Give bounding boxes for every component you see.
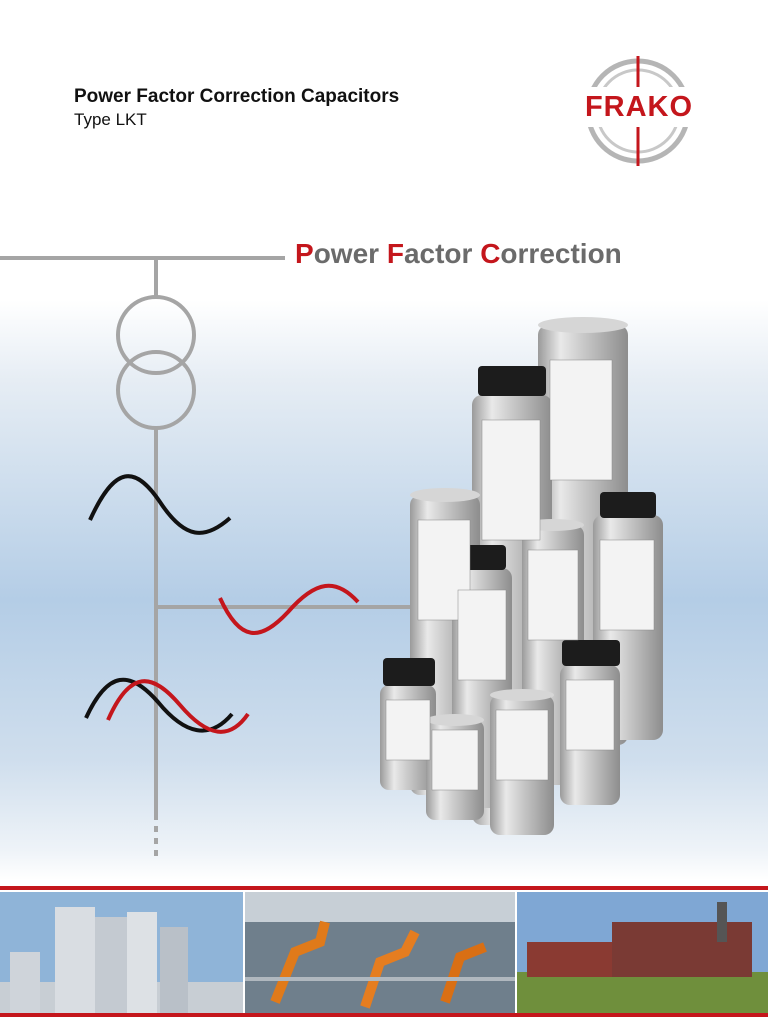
terminal-cover-icon: [600, 492, 656, 518]
document-title: Power Factor Correction Capacitors: [74, 86, 400, 107]
headline-initial-f: F: [386, 238, 404, 269]
photo-plant: [517, 892, 768, 1013]
photo-silos: [0, 892, 243, 1013]
transformer-winding-secondary-icon: [116, 350, 196, 430]
red-divider-bottom: [0, 1013, 768, 1017]
power-circuit-diagram: [0, 256, 430, 862]
transformer-winding-primary-icon: [116, 295, 196, 375]
capacitor-group-image: [380, 317, 663, 835]
silo-tanks-image-icon: [0, 892, 243, 1013]
industrial-robots-image-icon: [245, 892, 515, 1013]
terminal-cover-icon: [478, 366, 546, 396]
headline-word-factor: actor: [403, 238, 481, 269]
photo-robots: [245, 892, 515, 1013]
headline: Power Factor Correction: [295, 238, 622, 270]
headline-initial-p: P: [295, 238, 314, 269]
headline-word-correction: orrection: [500, 238, 622, 269]
reactive-current-wave-icon: [218, 583, 360, 635]
headline-initial-c: C: [480, 238, 501, 269]
terminal-cover-icon: [562, 640, 620, 666]
voltage-wave-icon: [88, 474, 232, 535]
photo-strip: [0, 892, 768, 1013]
industrial-plant-image-icon: [517, 892, 768, 1013]
terminal-cover-icon: [383, 658, 435, 686]
red-divider-top: [0, 886, 768, 890]
compensated-current-wave-icon: [106, 679, 250, 734]
headline-word-power: ower: [313, 238, 387, 269]
logo-wordmark: FRAKO: [582, 87, 696, 127]
document-subtitle: Type LKT: [74, 110, 147, 129]
nameplate-labels: [385, 359, 655, 791]
